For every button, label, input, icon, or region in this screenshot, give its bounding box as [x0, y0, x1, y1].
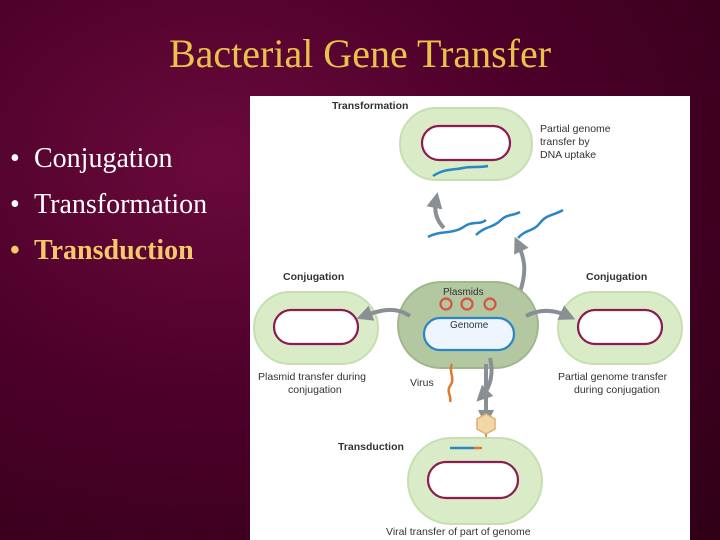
bullet-item-transformation: • Transformation: [10, 182, 207, 228]
arrow-release-dna: [514, 236, 529, 293]
label-plasmid-note-1: Plasmid transfer during: [258, 371, 366, 383]
cell-membrane: [420, 124, 512, 162]
label-virus: Virus: [410, 377, 434, 389]
bullet-dot: •: [10, 143, 20, 174]
slide-title: Bacterial Gene Transfer: [168, 31, 552, 76]
plasmid: [483, 297, 497, 311]
cell-membrane: [576, 308, 664, 346]
virus-icon: [447, 363, 454, 403]
cell-membrane: [272, 308, 360, 346]
dna-fragment: [432, 164, 489, 178]
bullet-text: Transduction: [34, 235, 194, 266]
plasmid: [460, 297, 474, 311]
label-transformation-note-1: Partial genome: [540, 123, 611, 135]
label-genome: Genome: [450, 320, 489, 331]
plasmid: [439, 297, 453, 311]
bullet-dot: •: [10, 235, 20, 266]
virus-dna: [447, 363, 454, 403]
bullet-text: Conjugation: [34, 143, 173, 174]
cell-membrane: [426, 460, 520, 500]
arrow-conjugation-left: [356, 305, 412, 321]
label-transformation: Transformation: [332, 100, 408, 112]
cell-transformation: [399, 107, 533, 181]
bullet-list: • Conjugation • Transformation • Transducti…: [10, 136, 207, 274]
label-partial-note-2: during conjugation: [574, 384, 660, 396]
free-dna-fragment: [427, 218, 487, 239]
label-transformation-note-2: transfer by: [540, 136, 590, 148]
label-conjugation-left: Conjugation: [283, 271, 344, 283]
label-partial-note-1: Partial genome transfer: [558, 371, 668, 383]
cell-transduction: [407, 437, 543, 525]
label-transduction: Transduction: [338, 441, 404, 453]
label-transformation-note-3: DNA uptake: [540, 149, 596, 161]
bullet-item-conjugation: • Conjugation: [10, 136, 207, 182]
arrow-conjugation-right: [525, 305, 576, 320]
gene-transfer-diagram: Transformation Partial genome transfer b…: [253, 100, 683, 538]
cell-conjugation-right: [557, 291, 683, 365]
label-viral-note: Viral transfer of part of genome: [386, 526, 531, 538]
arrow-virus-infection: [476, 357, 494, 402]
gene-transfer-figure: Transformation Partial genome transfer b…: [250, 96, 690, 540]
label-conjugation-right: Conjugation: [586, 271, 647, 283]
cell-donor-center: [397, 281, 539, 369]
cell-conjugation-left: [253, 291, 379, 365]
label-plasmid-note-2: conjugation: [288, 384, 342, 396]
bullet-text: Transformation: [34, 189, 208, 220]
genome-loop: [422, 316, 516, 352]
free-dna-fragment: [475, 210, 521, 236]
phage-capsid: [476, 413, 496, 435]
bullet-item-transduction: • Transduction: [10, 228, 207, 274]
label-plasmids: Plasmids: [443, 287, 484, 298]
bullet-dot: •: [10, 189, 20, 220]
free-dna-fragment: [517, 208, 564, 239]
arrow-dna-uptake: [426, 192, 446, 230]
